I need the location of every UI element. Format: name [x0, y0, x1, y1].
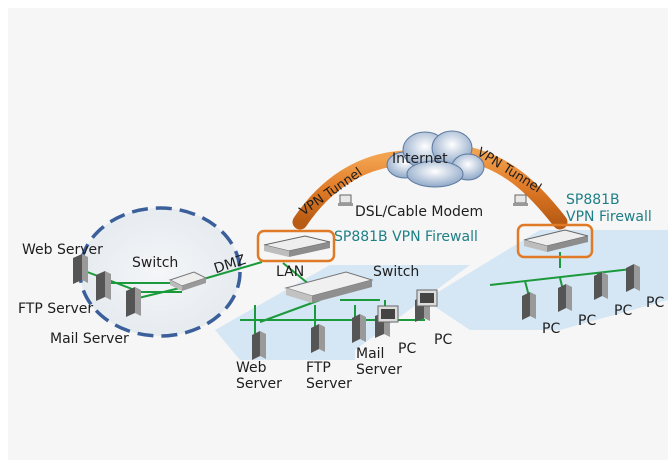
lan-switch-label: Switch — [373, 264, 420, 280]
dsl-modem-label: DSL/Cable Modem — [355, 204, 484, 220]
dmz-mail-server-label: Mail Server — [50, 331, 129, 347]
lan-ftp-server-icon — [311, 324, 325, 353]
dmz-switch-icon — [168, 271, 208, 291]
lan-area-left — [215, 265, 470, 360]
lan-switch-icon — [284, 271, 374, 303]
remote-pc-2-icon — [558, 284, 572, 312]
lan-pc-1-icon — [375, 305, 399, 338]
lan-mail-server-label-1: Mail — [356, 346, 385, 362]
dsl-modem-right-icon — [513, 194, 528, 206]
vpn-firewall-right-label-2: VPN Firewall — [566, 209, 652, 225]
dmz-web-server-label: Web Server — [22, 242, 103, 258]
vpn-firewall-left-label: SP881B VPN Firewall — [334, 229, 478, 245]
lan-web-server-icon — [252, 331, 266, 360]
lan-area-right — [425, 230, 668, 330]
vpn-firewall-left-icon — [256, 229, 336, 263]
remote-pc-3-icon — [594, 272, 608, 300]
lan-web-server-label-1: Web — [236, 360, 267, 376]
vpn-firewall-right-icon — [516, 223, 594, 259]
vpn-firewall-right-label-1: SP881B — [566, 192, 620, 208]
lan-ftp-server-label-2: Server — [306, 376, 352, 392]
lan-ftp-server-label-1: FTP — [306, 360, 331, 376]
internet-label: Internet — [392, 151, 448, 167]
dmz-web-server-icon — [73, 254, 88, 284]
remote-pc-2-label: PC — [578, 313, 597, 329]
lan-web-server-label-2: Server — [236, 376, 282, 392]
dmz-ftp-server-label: FTP Server — [18, 301, 94, 317]
remote-pc-1-label: PC — [542, 321, 561, 337]
remote-pc-4-icon — [626, 264, 640, 292]
lan-mail-server-icon — [352, 314, 366, 343]
dmz-ftp-server-icon — [96, 271, 111, 301]
lan-pc-2-label: PC — [434, 332, 453, 348]
lan-mail-server-label-2: Server — [356, 362, 402, 378]
dmz-switch-label: Switch — [132, 255, 179, 271]
internet-cloud-icon — [386, 130, 485, 188]
remote-pc-4-label: PC — [646, 295, 665, 311]
lan-pc-2-icon — [415, 289, 438, 322]
lan-pc-1-label: PC — [398, 341, 417, 357]
dsl-modem-left-icon — [338, 194, 353, 206]
lan-label: LAN — [276, 264, 305, 280]
remote-pc-3-label: PC — [614, 303, 633, 319]
remote-pc-1-icon — [522, 292, 536, 320]
dmz-mail-server-icon — [126, 287, 141, 317]
